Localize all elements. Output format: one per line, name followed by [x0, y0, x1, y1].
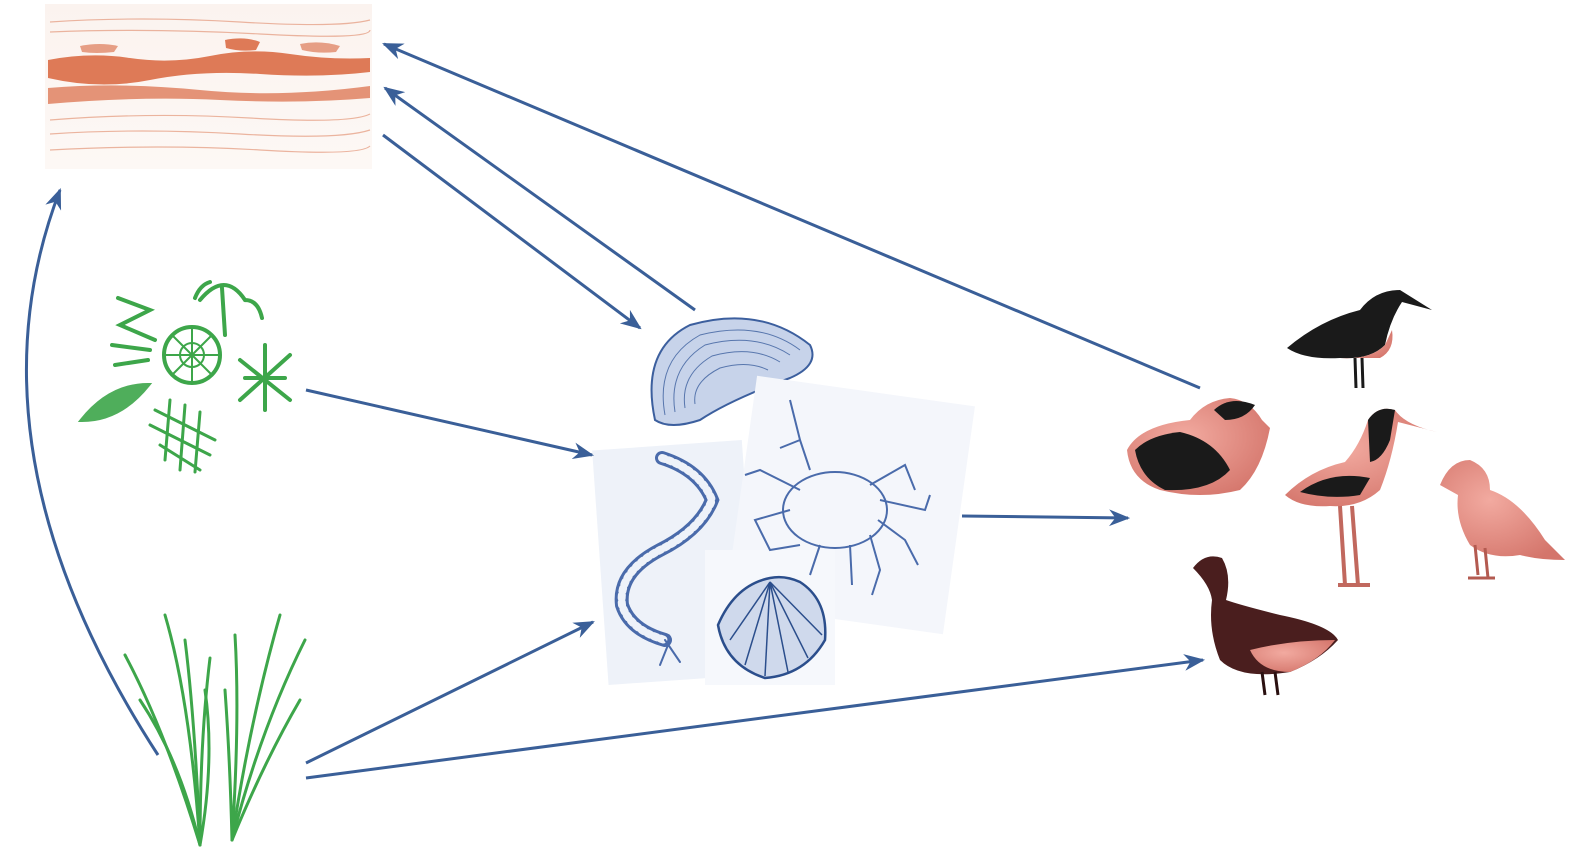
eider-icon	[1127, 398, 1270, 495]
seagrass-icon	[125, 615, 305, 845]
gull-icon	[1440, 460, 1565, 578]
arrow-seagrass-to-invertebrates	[306, 622, 593, 763]
arrow-phytoplankton-to-invertebrates	[306, 390, 592, 455]
arrow-invertebrates-to-birds	[962, 516, 1128, 518]
birds-group	[1127, 290, 1565, 695]
benthic-invertebrates-group	[592, 376, 975, 685]
avocet-icon	[1285, 409, 1437, 585]
sediment-icon	[45, 4, 372, 169]
arrow-mussel-to-sediment	[385, 88, 695, 310]
brent-goose-icon	[1193, 556, 1338, 695]
arrow-seagrass-to-sediment	[26, 190, 158, 755]
phytoplankton-icon	[82, 282, 290, 472]
oystercatcher-icon	[1287, 290, 1432, 388]
arrow-sediment-to-mussel	[383, 135, 640, 328]
